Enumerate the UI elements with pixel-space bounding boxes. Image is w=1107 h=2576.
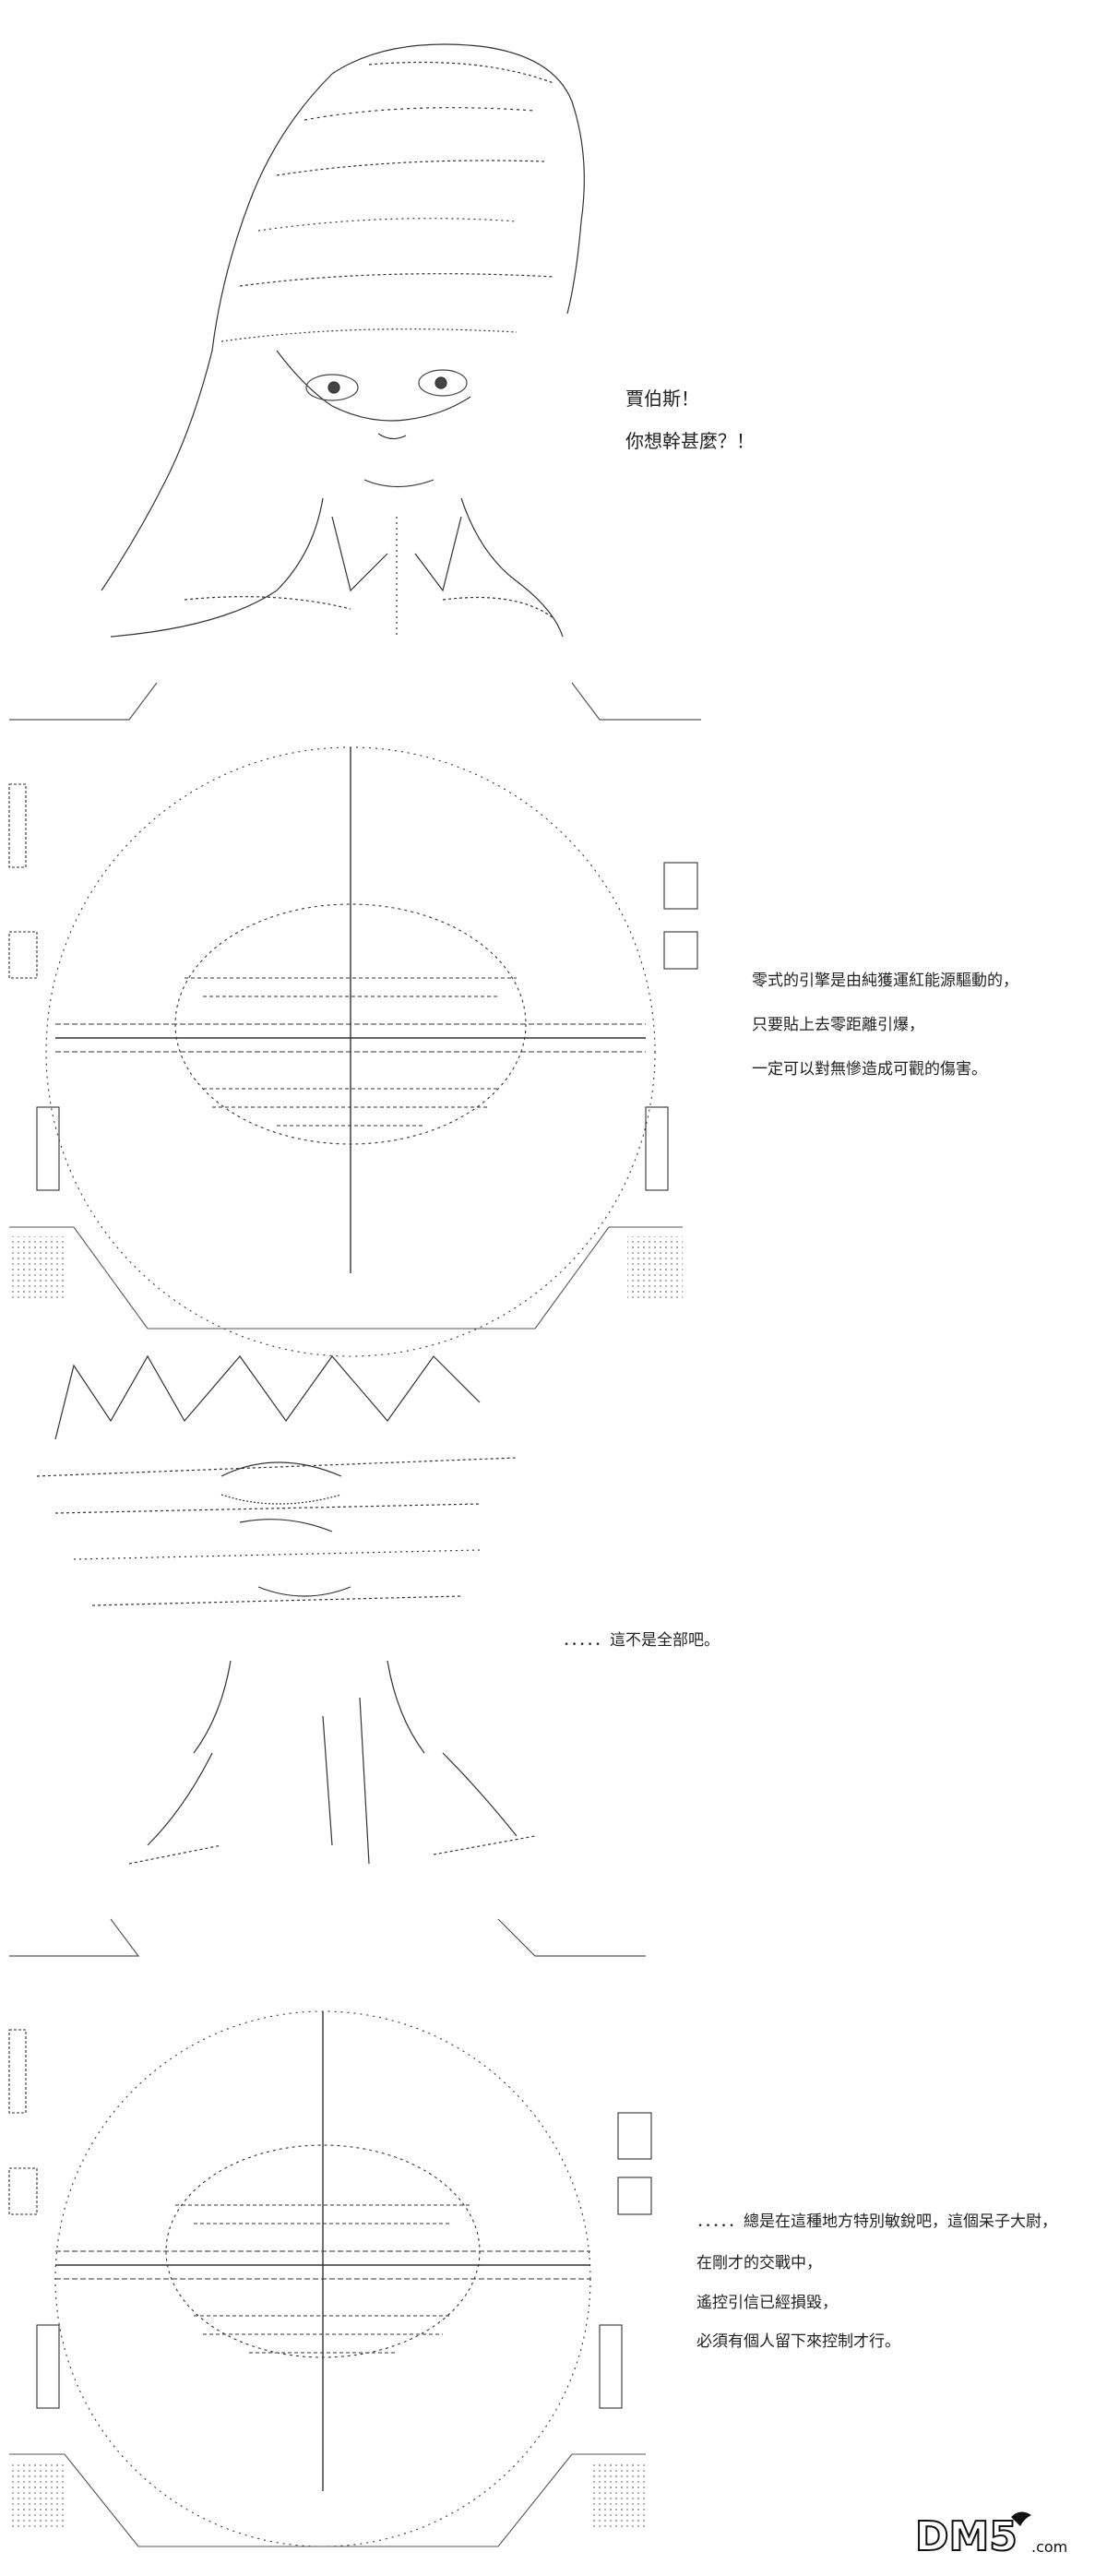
panel-2-scope-art — [8, 746, 698, 1357]
panel-2-caption-1: 零式的引擎是由純獲運紅能源驅動的， — [752, 972, 1018, 990]
panel-4-scope-art — [8, 2010, 652, 2547]
watermark-suffix-text: .com — [1031, 2538, 1067, 2556]
panel-2-caption-3: 一定可以對無慘造成可觀的傷害。 — [752, 1060, 987, 1079]
panel-2-caption-2: 只要貼上去零距離引爆， — [752, 1016, 924, 1034]
panel-1-caption-1: 賈伯斯！ — [625, 388, 699, 410]
watermark-bird-icon — [1011, 2511, 1031, 2526]
panel-4-caption-3: 遙控引信已經損毀， — [696, 2294, 838, 2312]
dm5-watermark-logo: DM5 .com — [914, 2511, 1067, 2561]
watermark-logo-text: DM5 — [915, 2513, 1018, 2560]
panel-4-caption-1: ．．．．．總是在這種地方特別敏銳吧，這個呆子大尉， — [696, 2212, 1057, 2231]
panel-3-caption-1: ．．．．．這不是全部吧。 — [563, 1631, 720, 1650]
panel-1-caption-2: 你想幹甚麼？！ — [625, 430, 755, 452]
panel-1-character-art — [9, 43, 701, 721]
panel-4-caption-2: 在剛才的交戰中， — [696, 2254, 822, 2272]
panel-3-character-art — [9, 1354, 646, 1957]
panel-4-caption-4: 必須有個人留下來控制才行。 — [696, 2332, 900, 2351]
